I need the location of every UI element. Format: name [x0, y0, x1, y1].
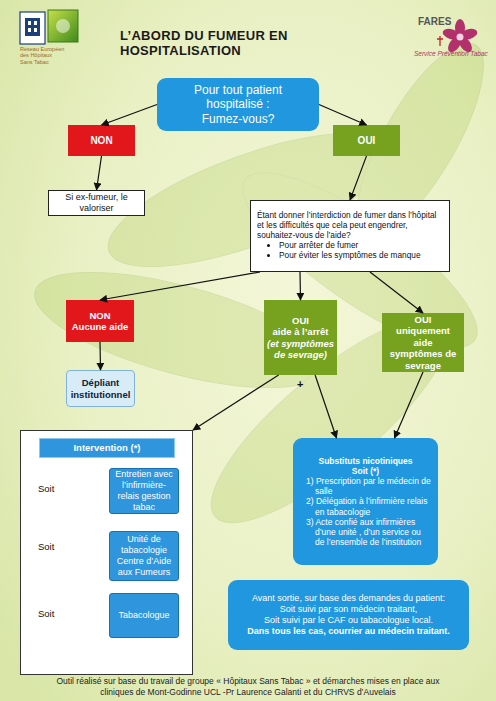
node-text: Dans tous les cas, courrier au médecin t…: [247, 626, 450, 637]
flow-arrow: [97, 156, 102, 190]
node-text: Dépliant institutionnel: [67, 377, 134, 400]
node-text: Tabacologue: [118, 610, 169, 621]
flow-arrow: [193, 375, 279, 430]
node-text: Étant donner l’interdiction de fumer dan…: [257, 211, 443, 241]
node-text: Avant sortie, sur base des demandes du p…: [252, 593, 445, 604]
logo-building: [25, 18, 40, 36]
network-logo-text: Réseau Européen des Hôpitaux Sans Tabac: [20, 46, 66, 65]
discharge-box: Avant sortie, sur base des demandes du p…: [228, 580, 469, 650]
answer-box: OUIuniquement aide symptômes de sevrage: [382, 313, 464, 372]
flow-arrow: [370, 272, 423, 313]
flower-center: [457, 34, 464, 41]
logo-window: [28, 28, 31, 32]
option-word: Soit: [38, 483, 68, 494]
option-word: Soit: [38, 608, 68, 619]
node-text: aide à l’arrêt: [273, 326, 329, 337]
node-text: (et symptômes de sevrage): [266, 338, 335, 361]
flow-arrow: [99, 342, 101, 370]
option-box: Unité de tabacologie Centre d’Aide aux F…: [109, 531, 179, 581]
node-text: OUI: [292, 315, 309, 326]
node-text: uniquement aide symptômes de sevrage: [386, 325, 460, 371]
flow-arrow: [395, 372, 424, 438]
logo-window: [28, 21, 31, 25]
question-box: Étant donner l’interdiction de fumer dan…: [250, 200, 450, 272]
node-text: NON: [90, 135, 112, 147]
answer-box: NONAucune aide: [66, 300, 134, 342]
diagram-title: L’ABORD DU FUMEUR EN HOSPITALISATION: [120, 28, 400, 58]
leaf: [24, 249, 337, 412]
logo-green-square: [48, 10, 78, 42]
flow-arrow: [319, 105, 367, 126]
node-text: 2) Délégation à l’infirmière relais en t…: [305, 496, 432, 516]
node-text: 3) Acte confié aux infirmières d’une uni…: [305, 517, 432, 548]
cross-symbol: [437, 36, 443, 46]
plus-sign: +: [297, 378, 311, 390]
answer-box: NON: [68, 125, 135, 156]
flow-arrow: [315, 375, 336, 438]
logo-frame: [20, 12, 45, 44]
flow-arrow: [100, 272, 260, 300]
node-text: Entretien avec l’infirmière-relais gesti…: [114, 469, 174, 512]
logo-window: [34, 28, 37, 32]
node-text: OUI: [415, 314, 432, 325]
option-box: Tabacologue: [109, 593, 179, 638]
node-text: Intervention (*): [39, 438, 175, 458]
node-text: Fumez-vous?: [202, 112, 275, 126]
node-text: Aucune aide: [72, 321, 129, 332]
node-text: 1) Prescription par le médecin de salle: [305, 476, 432, 496]
logo-text: FARES: [418, 16, 458, 27]
node-text: Pour tout patient hospitalisé :: [187, 83, 289, 112]
logo-mark: [56, 19, 70, 33]
hospital-logo: [20, 10, 78, 44]
flow-arrow: [102, 105, 158, 126]
question-box: Pour tout patient hospitalisé :Fumez-vou…: [157, 78, 319, 131]
intervention-frame: Intervention (*) Entretien avec l’infirmi…: [20, 430, 193, 675]
node-text: Pour éviter les symptômes de manque: [279, 251, 443, 261]
node-text: NON: [89, 310, 110, 321]
logo-text: Service Prévention Tabac: [414, 50, 494, 57]
note-box: Si ex-fumeur, le valoriser: [48, 190, 145, 216]
node-text: Unité de tabacologie Centre d’Aide aux F…: [114, 534, 174, 577]
node-text: Si ex-fumeur, le valoriser: [63, 192, 130, 214]
answer-box: OUI: [333, 125, 400, 156]
substitutes-box: Substituts nicotiniquesSoit (*)1) Prescr…: [293, 438, 438, 565]
answer-box: OUIaide à l’arrêt(et symptômes de sevrag…: [264, 300, 337, 375]
node-text: Substituts nicotiniques: [319, 456, 413, 466]
node-text: OUI: [358, 135, 376, 147]
node-text: Soit suivi par le CAF ou tabacologue loc…: [264, 615, 433, 626]
flow-arrow: [299, 272, 301, 300]
option-box: Entretien avec l’infirmière-relais gesti…: [109, 468, 179, 514]
flow-arrow: [350, 156, 367, 200]
leaflet-box: Dépliant institutionnel: [66, 370, 135, 407]
node-text: Soit suivi par son médecin traitant,: [280, 604, 418, 615]
caption: Outil réalisé sur base du travail de gro…: [40, 676, 456, 697]
node-text: Pour arrêter de fumer: [279, 241, 443, 251]
logo-window: [34, 21, 37, 25]
node-text: Soit (*): [352, 466, 379, 476]
option-word: Soit: [38, 541, 68, 552]
